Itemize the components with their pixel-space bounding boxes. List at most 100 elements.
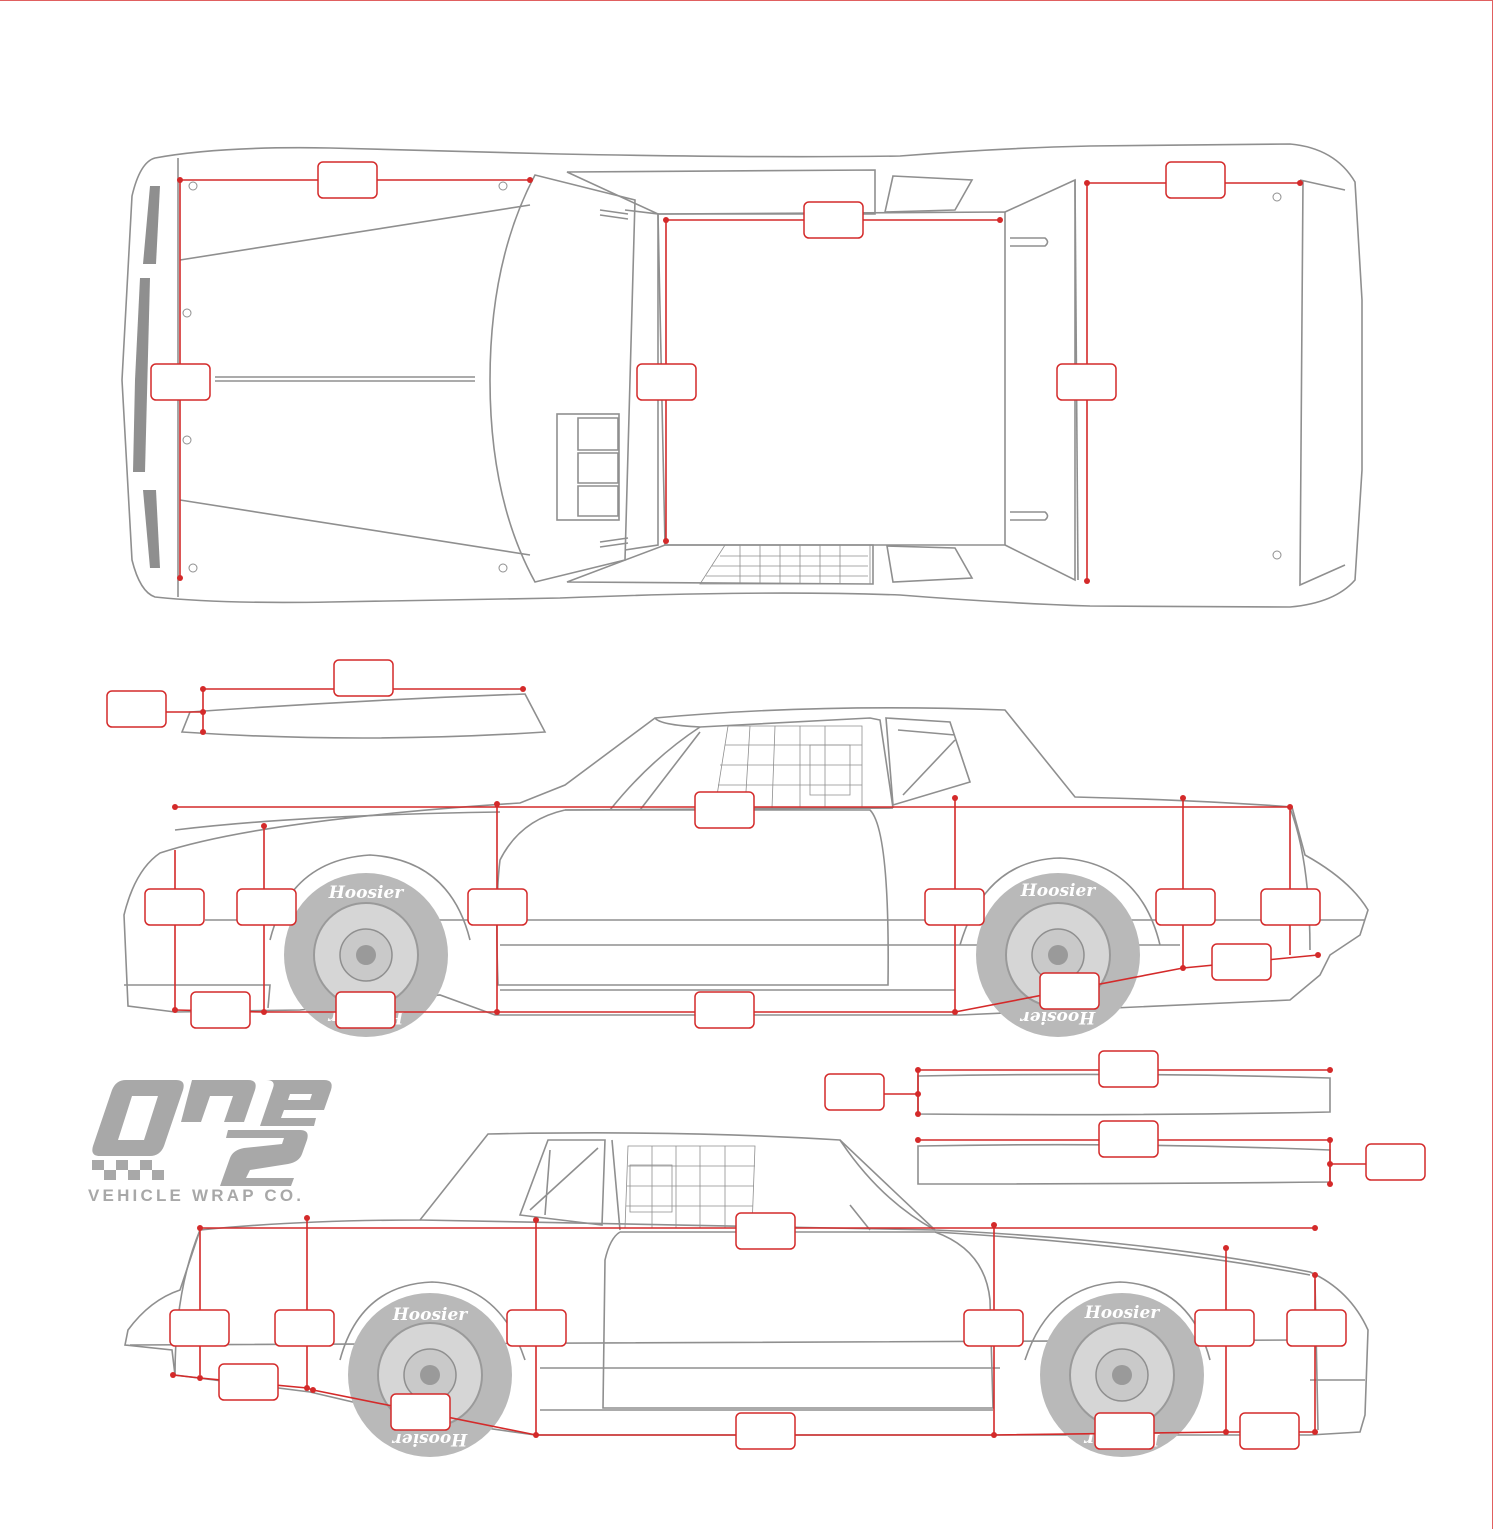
frame-top-border [0, 0, 1493, 1]
measure-box[interactable] [1194, 1309, 1255, 1347]
measure-box[interactable] [144, 888, 205, 926]
measure-box[interactable] [636, 363, 697, 401]
measure-box[interactable] [1155, 888, 1216, 926]
hood-line-top [179, 204, 531, 261]
measure-box[interactable] [190, 991, 251, 1029]
side-glass-bottom [566, 544, 874, 585]
roof-strip-1 [106, 659, 547, 739]
measure-box[interactable] [317, 161, 378, 199]
rear-bar-top [1010, 237, 1049, 247]
side-glass-top [566, 169, 876, 215]
measure-box[interactable] [335, 991, 396, 1029]
passenger-rear-wheel: Hoosier Hoosier [348, 1293, 512, 1457]
passenger-front-wheel-well [1024, 1281, 1211, 1361]
measure-box[interactable] [1211, 943, 1272, 981]
measure-box[interactable] [169, 1309, 230, 1347]
top-view [121, 143, 1363, 608]
measure-box[interactable] [1098, 1120, 1159, 1158]
measure-box[interactable] [694, 791, 755, 829]
driver-dimension-dots [172, 795, 1321, 1015]
measure-box[interactable] [236, 888, 297, 926]
driver-measurement-boxes [144, 791, 1321, 1029]
measure-box[interactable] [694, 991, 755, 1029]
passenger-measurement-boxes [169, 1212, 1347, 1450]
rear-bar-bottom [1010, 511, 1049, 521]
rear-spoiler [1299, 179, 1346, 587]
passenger-window-net [518, 1139, 606, 1226]
tire-brand-label: Hoosier [392, 1429, 469, 1449]
driver-belt-line [174, 811, 501, 831]
measure-box[interactable] [333, 659, 394, 697]
driver-front-bumper [124, 984, 271, 1009]
driver-door-outline [496, 809, 889, 986]
frame-right-border [1492, 0, 1493, 1529]
roll-bar-top [599, 209, 629, 220]
measure-box[interactable] [824, 1073, 885, 1111]
measure-box[interactable] [1365, 1143, 1426, 1181]
front-grille-slot-3 [143, 490, 160, 568]
measure-box[interactable] [218, 1363, 279, 1401]
driver-a-pillar [609, 726, 701, 811]
passenger-belt-line [934, 1231, 1311, 1276]
driver-seat-netting [714, 725, 863, 809]
logo-tagline: VEHICLE WRAP CO. [88, 1186, 305, 1205]
measure-box[interactable] [735, 1412, 796, 1450]
measure-box[interactable] [803, 201, 864, 239]
roof-strip-3 [915, 1120, 1426, 1187]
measure-box[interactable] [1165, 161, 1226, 199]
measure-box[interactable] [467, 888, 528, 926]
measure-box[interactable] [1098, 1050, 1159, 1088]
window-net-top [883, 175, 974, 213]
front-grille-slot-2 [133, 278, 150, 472]
floor-netting [699, 544, 871, 585]
tire-brand-label: Hoosier [1020, 881, 1097, 901]
measure-box[interactable] [274, 1309, 335, 1347]
driver-front-wheel: Hoosier Hoosier [284, 873, 448, 1037]
driver-window-net [885, 717, 972, 807]
passenger-a-pillar [839, 1139, 936, 1231]
measure-box[interactable] [963, 1309, 1024, 1347]
passenger-seat-netting [624, 1145, 756, 1229]
measure-box[interactable] [106, 690, 167, 728]
measure-box[interactable] [1239, 1412, 1300, 1450]
roll-bar-bottom [599, 537, 629, 548]
roof-strip-2 [824, 1050, 1333, 1117]
measure-box[interactable] [1286, 1309, 1347, 1347]
driver-roof-line [654, 717, 894, 809]
driver-body-outline [123, 706, 1369, 1016]
tire-brand-label: Hoosier [1084, 1303, 1161, 1323]
passenger-door-outline [602, 1231, 994, 1409]
window-net-bottom [886, 545, 974, 583]
windshield [489, 174, 636, 583]
passenger-dimension-dots [170, 1215, 1318, 1438]
measure-box[interactable] [735, 1212, 796, 1250]
top-dimension-dots [177, 177, 1303, 584]
top-body-outline [121, 143, 1363, 608]
driver-rear-wheel: Hoosier Hoosier [976, 873, 1140, 1037]
passenger-b-pillar [611, 1139, 621, 1231]
hood-line-bottom [179, 499, 531, 556]
logo-mark [92, 1080, 332, 1186]
top-measurement-boxes [150, 161, 1226, 401]
measure-box[interactable] [390, 1393, 451, 1431]
measure-box[interactable] [1094, 1412, 1155, 1450]
measure-box[interactable] [150, 363, 211, 401]
front-grille-slot-1 [143, 186, 160, 264]
measure-box[interactable] [1056, 363, 1117, 401]
tire-brand-label: Hoosier [1020, 1007, 1097, 1027]
measure-box[interactable] [506, 1309, 567, 1347]
tire-brand-label: Hoosier [328, 883, 405, 903]
strip-outline [180, 693, 547, 739]
measure-box[interactable] [1260, 888, 1321, 926]
company-logo: VEHICLE WRAP CO. [88, 1078, 338, 1208]
passenger-rear-quarter [174, 1229, 201, 1376]
hood-pins [182, 181, 1282, 573]
driver-rear-quarter [1289, 807, 1311, 951]
passenger-rear-bumper [1310, 1279, 1365, 1431]
measure-box[interactable] [1039, 972, 1100, 1010]
measure-box[interactable] [924, 888, 985, 926]
dash-vent-box [556, 413, 620, 521]
hood-center-line [215, 376, 475, 382]
